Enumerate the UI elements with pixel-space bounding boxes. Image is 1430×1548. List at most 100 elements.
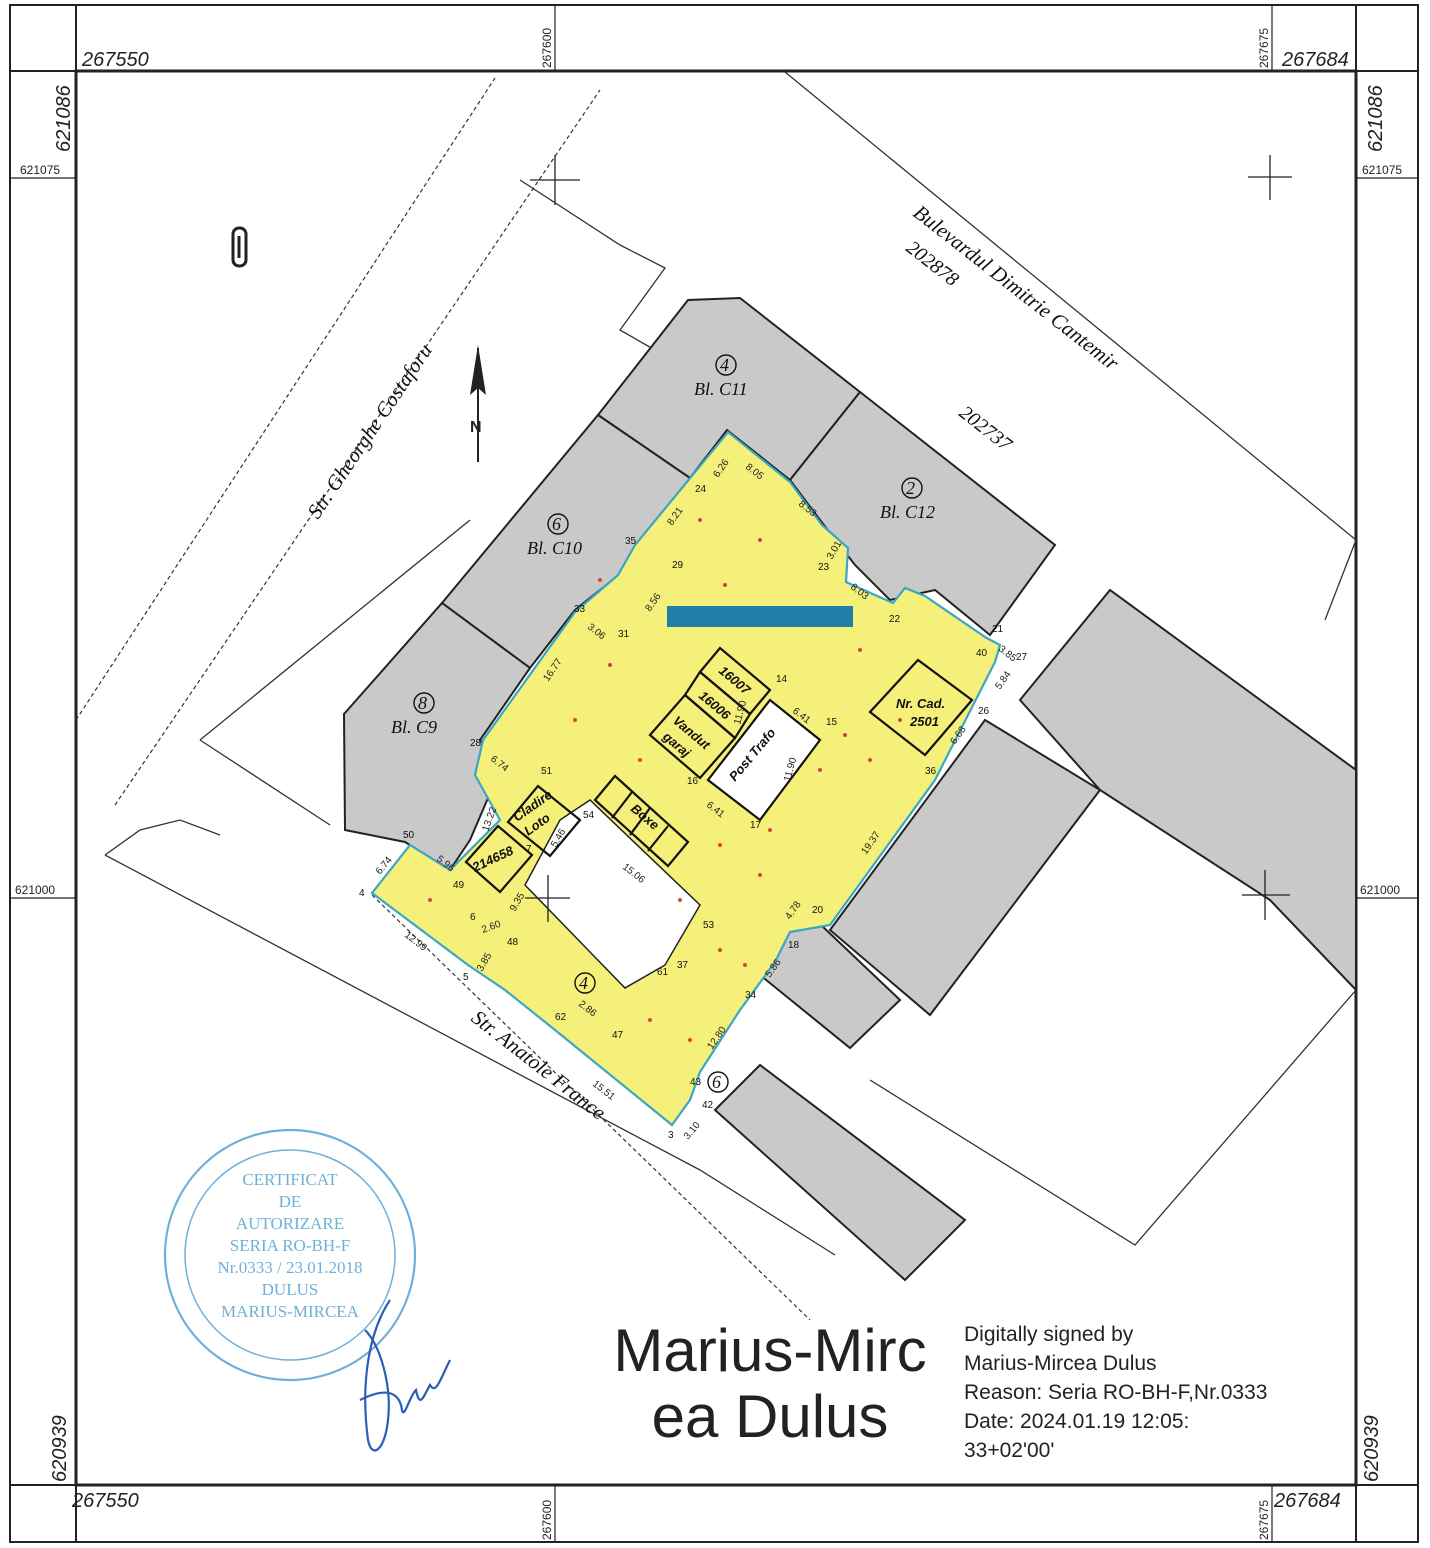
svg-text:35: 35 [625, 536, 637, 547]
coord-x-mid-bottom: 267600 [540, 1500, 554, 1540]
svg-text:43: 43 [690, 1077, 702, 1088]
coord-y-top-left: 621086 [53, 84, 75, 152]
parcel-courtyard [524, 799, 701, 989]
svg-text:N: N [470, 419, 482, 436]
svg-text:CERTIFICAT: CERTIFICAT [242, 1170, 338, 1189]
svg-text:Nr. Cad.: Nr. Cad. [896, 696, 945, 711]
inner-structures [464, 646, 974, 894]
coord-y-mid-left: 621000 [15, 883, 55, 897]
street-dashed-lines [75, 77, 811, 1321]
svg-text:22: 22 [889, 614, 901, 625]
svg-text:37: 37 [677, 960, 689, 971]
buildings [342, 296, 1357, 1282]
svg-text:24: 24 [695, 484, 707, 495]
redaction-bar [667, 606, 853, 627]
structure-cladire-loto [506, 784, 582, 858]
building-east-2 [828, 718, 1102, 1017]
svg-text:49: 49 [453, 880, 465, 891]
north-arrow-icon: N [470, 345, 486, 462]
digital-signature-info: Digitally signed by Marius-Mircea Dulus … [964, 1323, 1268, 1462]
coord-x-left-bottom: 267550 [71, 1490, 139, 1512]
block-label-c9: Bl. C9 [391, 717, 437, 737]
svg-text:23: 23 [818, 562, 830, 573]
svg-text:61: 61 [657, 967, 669, 978]
block-label-c12: Bl. C12 [880, 502, 935, 522]
svg-text:18: 18 [788, 940, 800, 951]
block-number: 8 [418, 693, 427, 713]
structure-boxe [593, 774, 690, 868]
svg-text:62: 62 [555, 1012, 567, 1023]
block-labels: 4 Bl. C11 2 Bl. C12 6 Bl. C10 8 Bl. C9 4… [391, 354, 935, 1093]
signature-name: Marius-Mirc ea Dulus [613, 1317, 927, 1450]
svg-text:47: 47 [612, 1030, 624, 1041]
svg-text:26: 26 [978, 706, 990, 717]
svg-text:34: 34 [745, 990, 757, 1001]
building-bl-c9 [342, 601, 532, 872]
block-number: 2 [906, 478, 915, 498]
svg-text:4: 4 [359, 888, 365, 899]
block-number: 6 [552, 514, 561, 534]
coord-x-right-bottom: 267684 [1273, 1490, 1341, 1512]
svg-text:28: 28 [470, 738, 482, 749]
coord-x-left-top: 267550 [81, 49, 149, 71]
point-numbers: 35 29 24 23 22 40 21 27 26 36 15 14 16 1… [359, 484, 1028, 1141]
structure-214658 [464, 824, 534, 894]
svg-text:36: 36 [925, 766, 937, 777]
svg-text:17: 17 [750, 820, 762, 831]
block-label-c10: Bl. C10 [527, 538, 582, 558]
structure-vandut-garaj [648, 693, 737, 780]
svg-text:6: 6 [470, 912, 476, 923]
svg-text:29: 29 [672, 560, 684, 571]
block-label-c11: Bl. C11 [694, 379, 748, 399]
svg-text:3: 3 [668, 1130, 674, 1141]
handwritten-signature [359, 1299, 451, 1452]
structure-post-trafo [706, 698, 822, 822]
svg-text:31: 31 [618, 629, 630, 640]
svg-text:MARIUS-MIRCEA: MARIUS-MIRCEA [221, 1302, 360, 1321]
svg-text:27: 27 [1016, 652, 1028, 663]
svg-text:21: 21 [992, 624, 1004, 635]
svg-text:DE: DE [279, 1192, 302, 1211]
parcel-polygon [370, 430, 1002, 1127]
survey-cross-icon [525, 155, 1292, 922]
svg-text:14: 14 [776, 674, 788, 685]
svg-text:53: 53 [703, 920, 715, 931]
coord-y-upper-right: 621075 [1362, 163, 1402, 177]
coord-x-smallright-top: 267675 [1257, 28, 1271, 68]
structure-nr-cad [868, 658, 974, 757]
svg-text:SERIA RO-BH-F: SERIA RO-BH-F [230, 1236, 350, 1255]
svg-text:Nr.0333 / 23.01.2018: Nr.0333 / 23.01.2018 [218, 1258, 363, 1277]
coord-x-mid-top: 267600 [540, 28, 554, 68]
elevation-dots [428, 518, 902, 1042]
svg-text:33: 33 [574, 604, 586, 615]
svg-text:51: 51 [541, 766, 553, 777]
svg-text:2501: 2501 [909, 714, 939, 729]
coord-y-bottom-right: 620939 [1361, 1415, 1383, 1482]
svg-text:50: 50 [403, 830, 415, 841]
block-number: 4 [720, 355, 729, 375]
coord-y-top-right: 621086 [1365, 84, 1387, 152]
building-south-6 [713, 1063, 967, 1282]
svg-text:DULUS: DULUS [262, 1280, 319, 1299]
authorization-stamp: CERTIFICAT DE AUTORIZARE SERIA RO-BH-F N… [163, 1128, 417, 1382]
svg-text:54: 54 [583, 810, 595, 821]
svg-text:48: 48 [507, 937, 519, 948]
svg-text:7: 7 [526, 844, 532, 855]
coord-y-mid-right: 621000 [1360, 883, 1400, 897]
svg-text:5: 5 [463, 972, 469, 983]
svg-text:16: 16 [687, 776, 699, 787]
house-number-4: 4 [579, 973, 588, 993]
coord-y-bottom-left: 620939 [49, 1415, 71, 1482]
svg-text:15: 15 [826, 717, 838, 728]
svg-text:42: 42 [702, 1100, 714, 1111]
svg-text:AUTORIZARE: AUTORIZARE [236, 1214, 344, 1233]
coord-y-upper-left: 621075 [20, 163, 60, 177]
svg-text:40: 40 [976, 648, 988, 659]
house-number-6: 6 [712, 1072, 721, 1092]
coord-x-right-top: 267684 [1281, 49, 1349, 71]
svg-text:20: 20 [812, 905, 824, 916]
parcel-main [370, 430, 1002, 1127]
paperclip-icon [231, 226, 248, 268]
coord-x-smallright-bottom: 267675 [1257, 1500, 1271, 1540]
